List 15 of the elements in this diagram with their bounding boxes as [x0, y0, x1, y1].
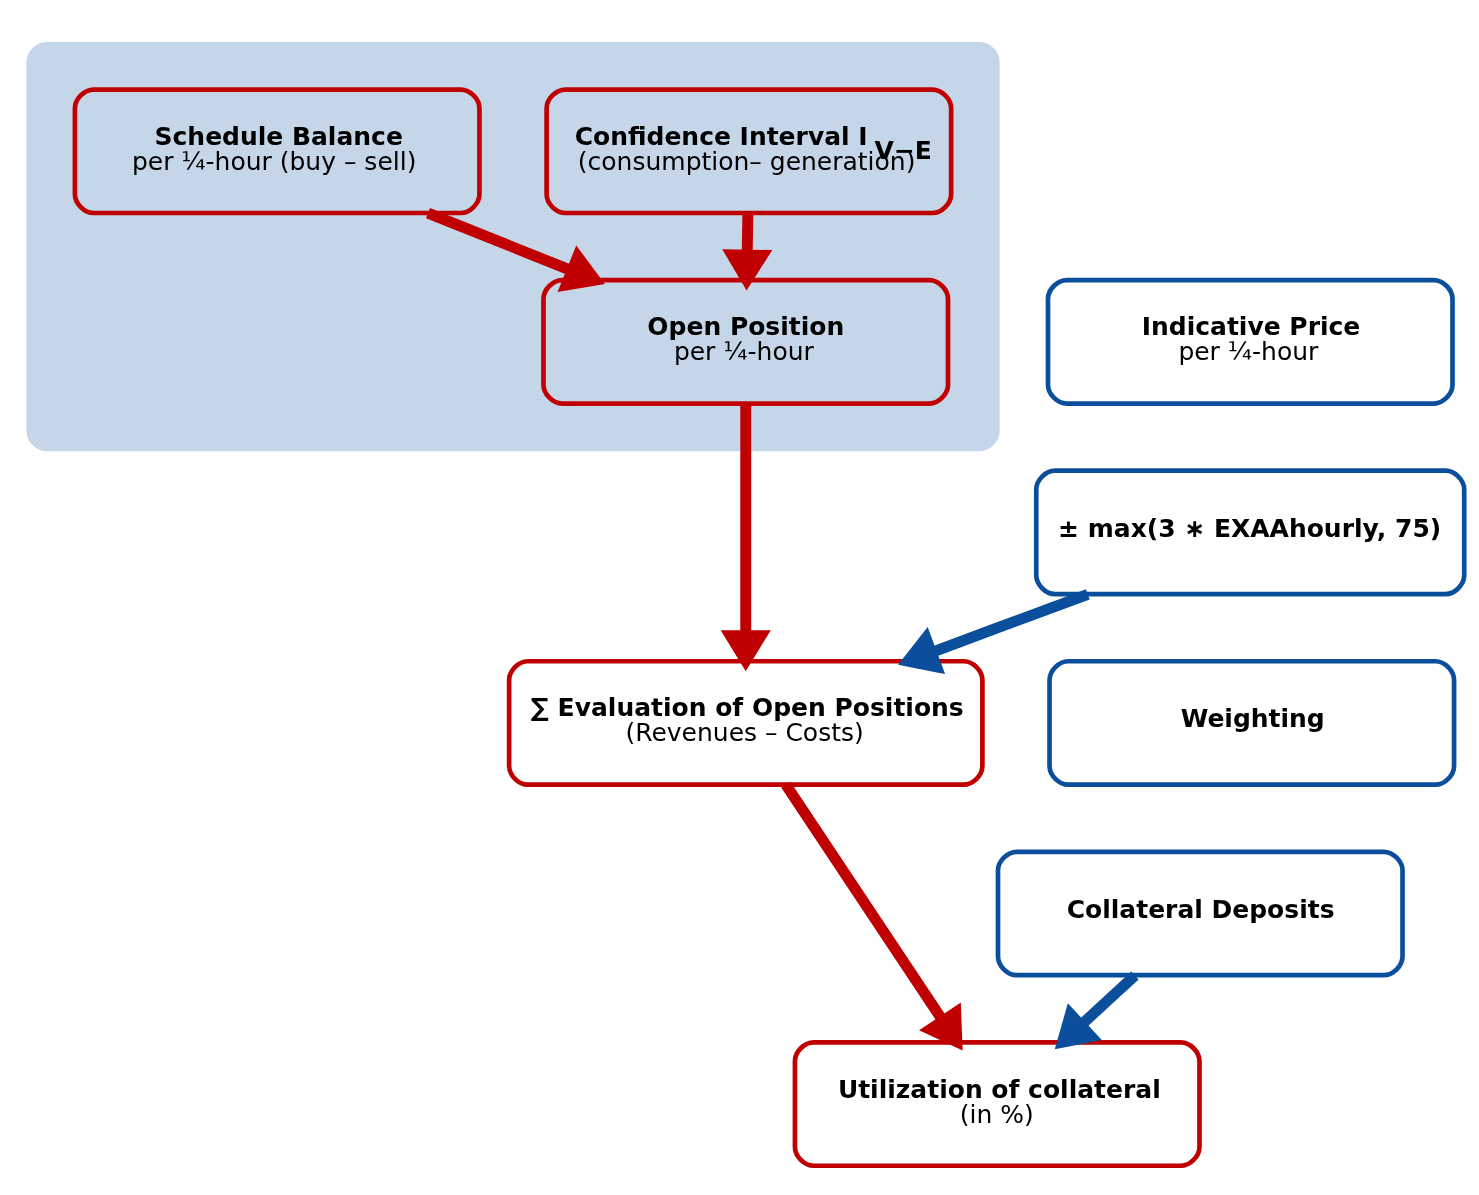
arrow	[425, 207, 605, 292]
node-box: ± max(3 ∗ EXAAhourly, 75)	[1033, 467, 1467, 596]
arrow	[781, 781, 963, 1050]
node-box: Utilization of collateral (in %)	[792, 1039, 1202, 1168]
arrow	[720, 403, 771, 671]
node-box: Collateral Deposits	[995, 848, 1405, 978]
node-box: Schedule Balance per ¼-hour (buy – sell)	[72, 86, 482, 215]
node-box: Open Position per ¼-hour	[541, 277, 951, 406]
node-box: ∑ Evaluation of Open Positions (Revenues – Costs)	[506, 658, 985, 787]
node-box: Indicative Price per ¼-hour	[1045, 277, 1455, 406]
cluster	[26, 41, 1000, 451]
arrow	[1054, 970, 1139, 1049]
arrow	[898, 588, 1090, 674]
arrow	[722, 212, 773, 290]
node-box: Weighting	[1047, 658, 1457, 787]
